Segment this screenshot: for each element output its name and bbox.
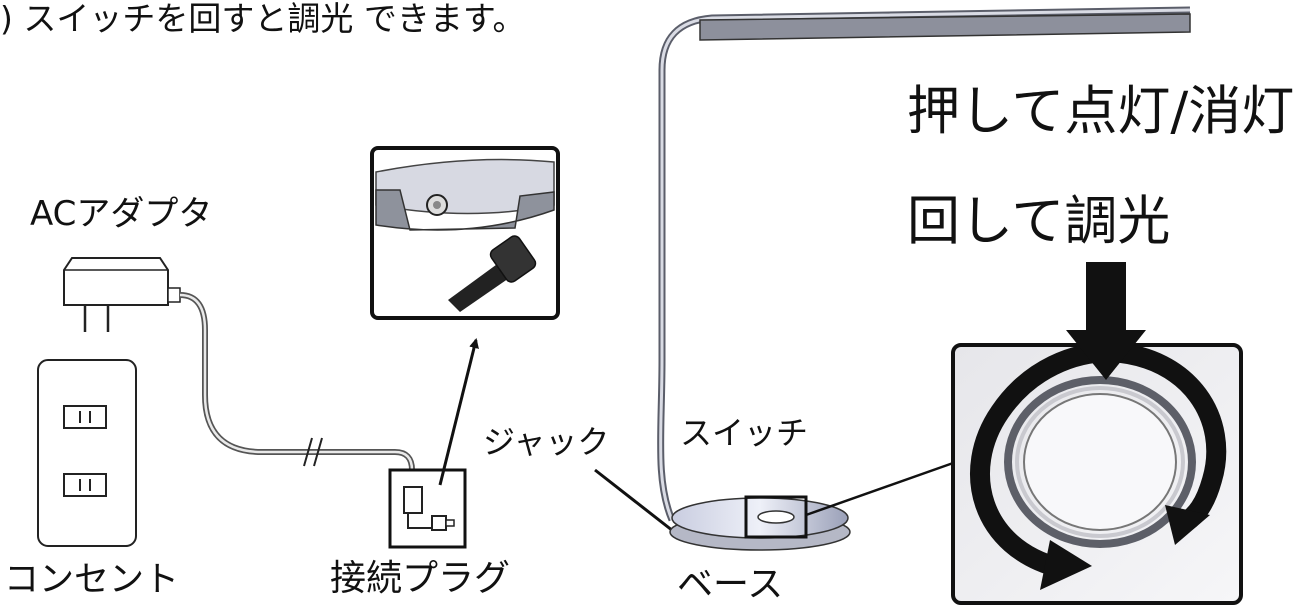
lamp-base xyxy=(669,495,851,551)
power-cable xyxy=(179,292,415,500)
ac-adapter-label: ACアダプタ xyxy=(30,194,213,234)
ac-adapter-icon xyxy=(63,257,181,332)
jack-detail-inset xyxy=(370,146,560,320)
lamp-arm xyxy=(657,6,1191,522)
outlet-label: コンセント xyxy=(4,560,180,600)
plug-label: 接続プラグ xyxy=(330,558,511,599)
instruction-rotate: 回して調光 xyxy=(907,191,1171,252)
switch-label: スイッチ xyxy=(680,414,809,452)
wall-outlet-icon xyxy=(37,359,137,547)
instruction-press: 押して点灯/消灯 xyxy=(907,81,1295,142)
jack-label: ジャック xyxy=(483,423,610,461)
switch-zoom-inset xyxy=(951,262,1243,605)
top-note-text: ) スイッチを回すと調光 できます。 xyxy=(0,0,526,38)
plug-icon xyxy=(388,468,467,549)
base-label: ベース xyxy=(677,564,784,605)
